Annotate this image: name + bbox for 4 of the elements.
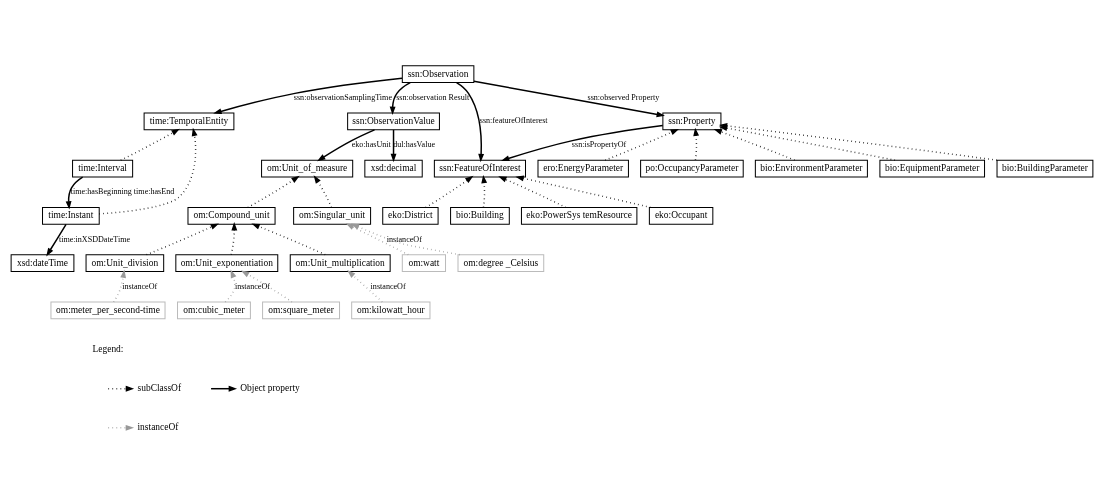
legend-label: Object property <box>240 383 300 394</box>
legend-label: instanceOf <box>137 422 179 433</box>
legend-label: subClassOf <box>137 383 182 394</box>
label: Legend: <box>92 344 124 355</box>
